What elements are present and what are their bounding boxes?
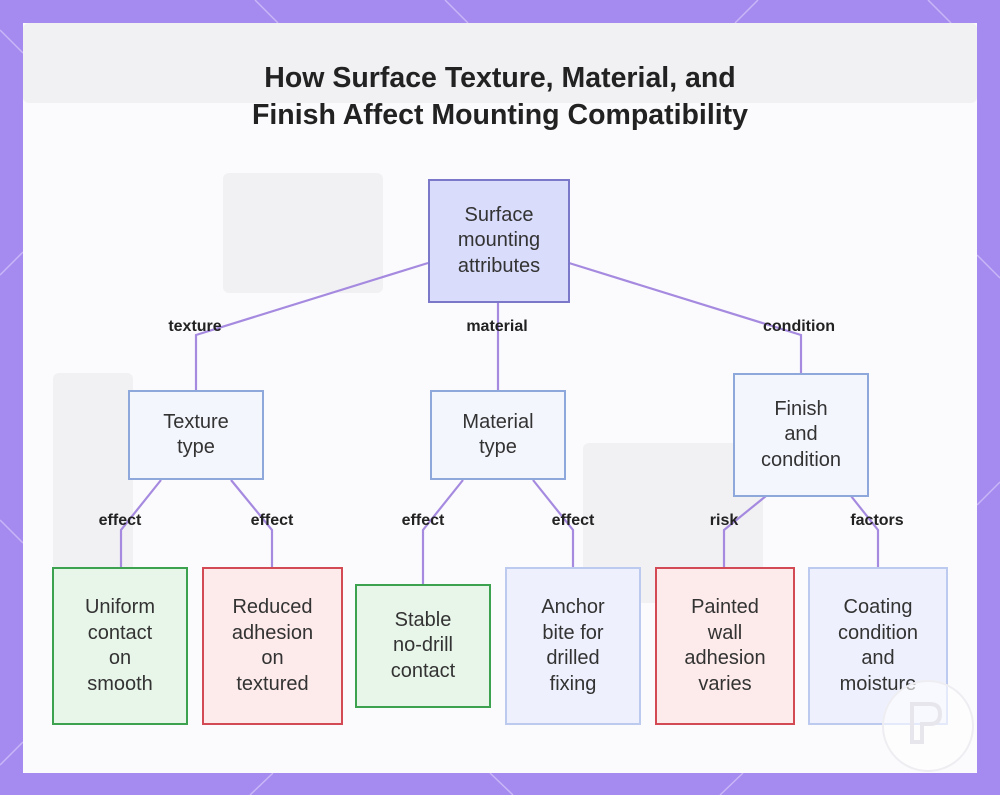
edge-label-factors: factors (850, 512, 904, 529)
diagram-title: How Surface Texture, Material, and Finis… (0, 60, 1000, 134)
node-label: Finish and condition (760, 397, 842, 471)
node-reduced-adhesion: Reduced adhesion on textured (202, 567, 343, 725)
background-blur (53, 373, 133, 573)
link-risk (722, 495, 767, 567)
node-label: Stable no-drill contact (390, 608, 456, 682)
node-label: Painted wall adhesion varies (684, 596, 766, 695)
link-effect-3 (421, 479, 464, 584)
node-anchor-bite: Anchor bite for drilled fixing (505, 567, 641, 725)
node-texture-type: Texture type (128, 390, 264, 480)
background-blur (223, 173, 383, 293)
node-label: Material type (462, 410, 534, 459)
edge-label-risk: risk (709, 512, 739, 529)
node-surface-mounting-attributes: Surface mounting attributes (428, 179, 570, 303)
node-label: Surface mounting attributes (457, 203, 541, 277)
background-blur (23, 23, 977, 103)
link-effect-2 (230, 479, 274, 567)
node-finish-and-condition: Finish and condition (733, 373, 869, 497)
node-label: Uniform contact on smooth (84, 596, 155, 695)
edge-label-effect: effect (250, 512, 294, 529)
title-line-1: How Surface Texture, Material, and (264, 62, 736, 94)
node-label: Coating condition and moisture (837, 596, 919, 695)
node-stable-no-drill-contact: Stable no-drill contact (355, 584, 491, 708)
node-material-type: Material type (430, 390, 566, 480)
edge-label-effect: effect (98, 512, 142, 529)
edge-label-texture: texture (168, 318, 222, 335)
link-condition (568, 261, 803, 373)
watermark-icon (910, 702, 943, 744)
link-texture (194, 261, 429, 390)
node-label: Anchor bite for drilled fixing (541, 596, 605, 695)
edge-label-material: material (466, 318, 528, 335)
node-label: Reduced adhesion on textured (231, 596, 314, 695)
title-line-2: Finish Affect Mounting Compatibility (251, 99, 749, 131)
link-effect-1 (119, 479, 162, 567)
node-painted-wall-adhesion: Painted wall adhesion varies (655, 567, 795, 725)
edge-label-effect: effect (551, 512, 595, 529)
link-effect-4 (532, 479, 575, 567)
node-label: Texture type (163, 410, 229, 459)
edge-label-condition: condition (763, 318, 835, 335)
link-factors (850, 495, 880, 567)
node-uniform-contact: Uniform contact on smooth (52, 567, 188, 725)
edge-label-effect: effect (401, 512, 445, 529)
